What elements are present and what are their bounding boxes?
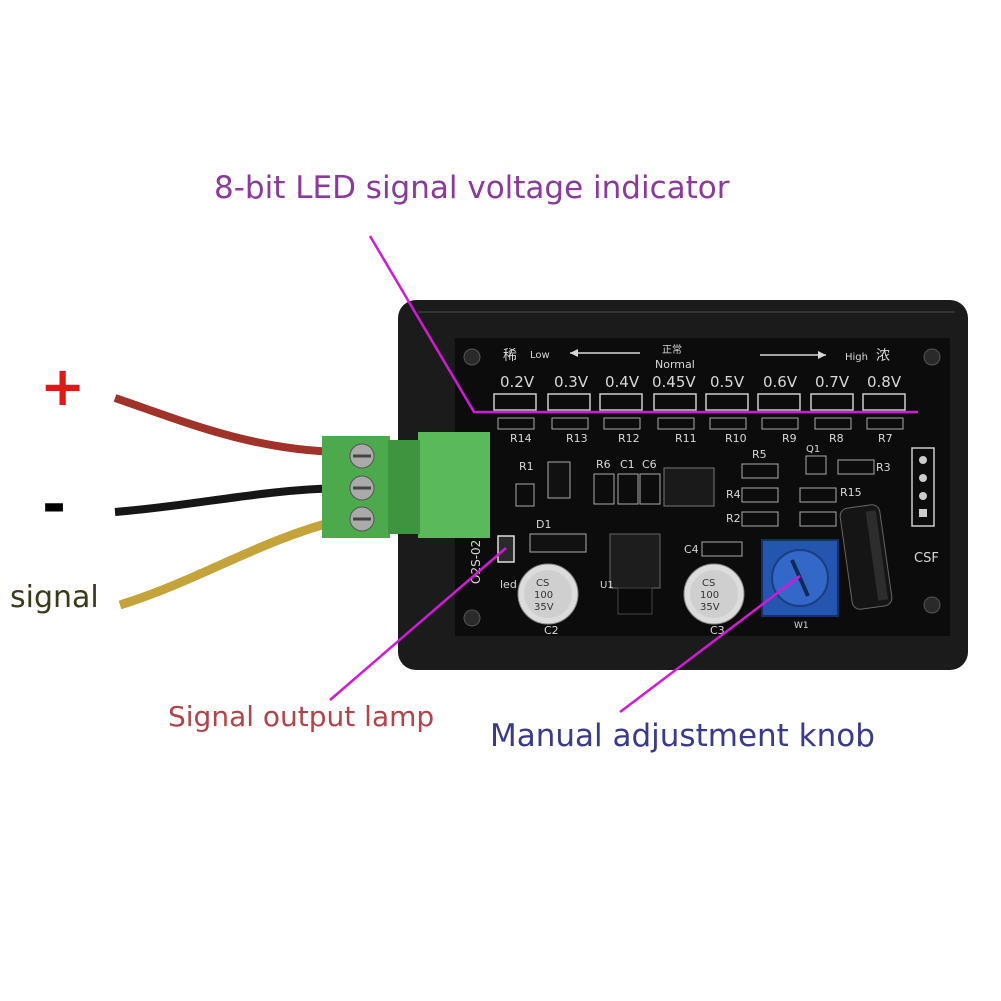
- svg-text:R4: R4: [726, 488, 741, 501]
- large-capacitor: [839, 504, 893, 610]
- w1-label: W1: [794, 621, 809, 631]
- knob-pointer-line: [619, 575, 801, 713]
- svg-text:R15: R15: [840, 486, 862, 499]
- terminal-screws: [349, 443, 375, 532]
- high-label: High: [845, 352, 868, 363]
- capacitor-c3: CS 100 35V: [683, 563, 745, 625]
- resistor-label-7: R7: [878, 432, 893, 445]
- svg-text:D1: D1: [536, 518, 551, 531]
- voltage-label-6: 0.7V: [815, 373, 850, 391]
- model-label: O2S-02: [469, 540, 483, 584]
- led-label: led: [500, 578, 517, 591]
- high-cn-label: 浓: [876, 348, 890, 364]
- svg-text:CS: CS: [702, 578, 715, 589]
- header-pins: [911, 447, 935, 527]
- low-cn-label: 稀: [503, 348, 517, 364]
- adjustment-knob: [761, 539, 839, 617]
- resistor-label-3: R11: [675, 432, 697, 445]
- lamp-pointer-line: [329, 547, 507, 701]
- svg-text:100: 100: [534, 590, 553, 601]
- led-row: 0.2V 0.3V 0.4V 0.45V 0.5V 0.6V 0.7V 0.8V…: [493, 373, 906, 445]
- regulator-u1: [609, 533, 661, 589]
- svg-text:C4: C4: [684, 543, 699, 556]
- positive-wire-label: +: [40, 355, 86, 418]
- svg-text:Q1: Q1: [806, 444, 820, 455]
- voltage-label-2: 0.4V: [605, 373, 640, 391]
- svg-text:R1: R1: [519, 460, 534, 473]
- resistor-label-0: R14: [510, 432, 532, 445]
- svg-text:R3: R3: [876, 461, 891, 474]
- red-wire: [113, 394, 341, 456]
- signal-wire-label: signal: [10, 580, 99, 615]
- resistor-label-1: R13: [566, 432, 588, 445]
- resistor-label-6: R8: [829, 432, 844, 445]
- negative-wire-label: -: [42, 470, 67, 538]
- svg-text:R2: R2: [726, 512, 741, 525]
- c3-label: C3: [710, 624, 725, 637]
- svg-text:100: 100: [700, 590, 719, 601]
- resistor-label-2: R12: [618, 432, 640, 445]
- resistor-label-5: R9: [782, 432, 797, 445]
- low-label: Low: [530, 350, 550, 361]
- svg-text:C6: C6: [642, 458, 657, 471]
- normal-cn-label: 正常: [662, 343, 682, 356]
- u1-label: U1: [600, 580, 614, 591]
- capacitor-c2: CS 100 35V: [517, 563, 579, 625]
- adjust-knob-callout: Manual adjustment knob: [490, 718, 875, 754]
- black-wire: [114, 484, 341, 516]
- voltage-label-0: 0.2V: [500, 373, 535, 391]
- voltage-label-1: 0.3V: [554, 373, 589, 391]
- svg-text:CS: CS: [536, 578, 549, 589]
- led-pointer-line: [368, 235, 918, 414]
- led-indicator-callout: 8-bit LED signal voltage indicator: [214, 170, 730, 206]
- yellow-wire: [118, 515, 342, 610]
- output-lamp-callout: Signal output lamp: [168, 700, 435, 733]
- csf-label: CSF: [914, 551, 939, 566]
- svg-text:R6: R6: [596, 458, 611, 471]
- voltage-label-3: 0.45V: [652, 373, 696, 391]
- normal-label: Normal: [655, 358, 695, 371]
- svg-text:C1: C1: [620, 458, 635, 471]
- voltage-label-7: 0.8V: [867, 373, 902, 391]
- component-labels: R1 D1 R6 C1 C6 C4 R5 Q1 R3 R4 R2 R15: [519, 444, 891, 556]
- svg-text:35V: 35V: [534, 602, 554, 613]
- voltage-label-4: 0.5V: [710, 373, 745, 391]
- svg-text:35V: 35V: [700, 602, 720, 613]
- resistor-label-4: R10: [725, 432, 747, 445]
- c2-label: C2: [544, 624, 559, 637]
- voltage-label-5: 0.6V: [763, 373, 798, 391]
- svg-text:R5: R5: [752, 448, 767, 461]
